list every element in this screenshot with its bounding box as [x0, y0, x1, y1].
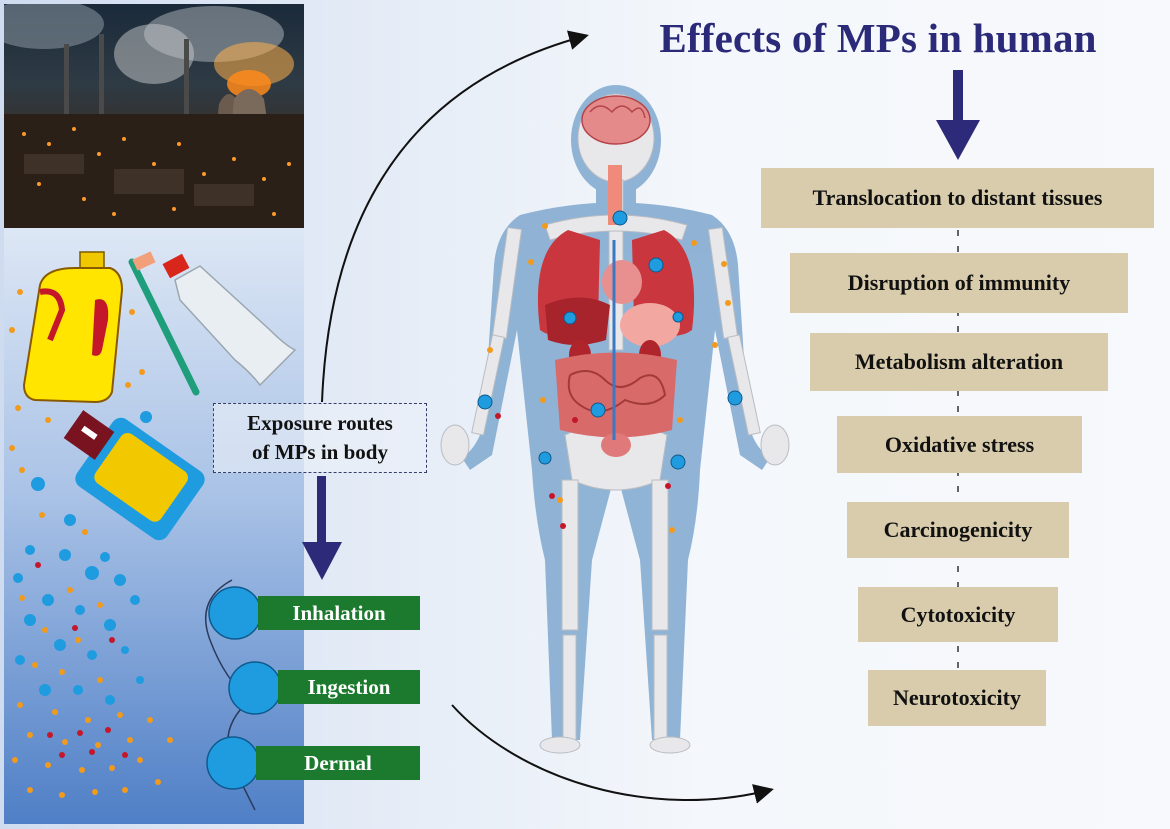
human-anatomy-figure [440, 85, 790, 754]
factory-scene-icon [4, 4, 304, 228]
route-circle-ingestion [228, 661, 282, 715]
effect-metabolism: Metabolism alteration [810, 333, 1108, 391]
microplastic-particles-left [9, 289, 173, 798]
detergent-bottle-icon [22, 251, 124, 404]
route-circle-dermal [206, 736, 260, 790]
effect-oxidative-stress: Oxidative stress [837, 416, 1082, 473]
route-label-ingestion: Ingestion [278, 670, 420, 704]
snack-package-icon [63, 410, 205, 541]
effect-carcinogenicity: Carcinogenicity [847, 502, 1069, 558]
toothbrush-icon [128, 251, 200, 396]
route-label-inhalation: Inhalation [258, 596, 420, 630]
effect-neurotoxicity: Neurotoxicity [868, 670, 1046, 726]
effect-immunity: Disruption of immunity [790, 253, 1128, 313]
effect-translocation: Translocation to distant tissues [761, 168, 1154, 228]
down-arrow-effects [936, 70, 980, 160]
effect-cytotoxicity: Cytotoxicity [858, 587, 1058, 642]
page-title: Effects of MPs in human [659, 15, 1097, 61]
route-circle-inhalation [208, 586, 262, 640]
exposure-line-2: of MPs in body [252, 440, 388, 464]
factory-image [4, 4, 304, 228]
route-label-dermal: Dermal [256, 746, 420, 780]
exposure-routes-box: Exposure routes of MPs in body [213, 403, 427, 473]
curved-arrow-up [321, 30, 589, 403]
exposure-line-1: Exposure routes [247, 411, 393, 435]
water-bottle-icon [162, 253, 297, 387]
curved-arrow-down [451, 704, 774, 804]
down-arrow-exposure [302, 476, 342, 580]
